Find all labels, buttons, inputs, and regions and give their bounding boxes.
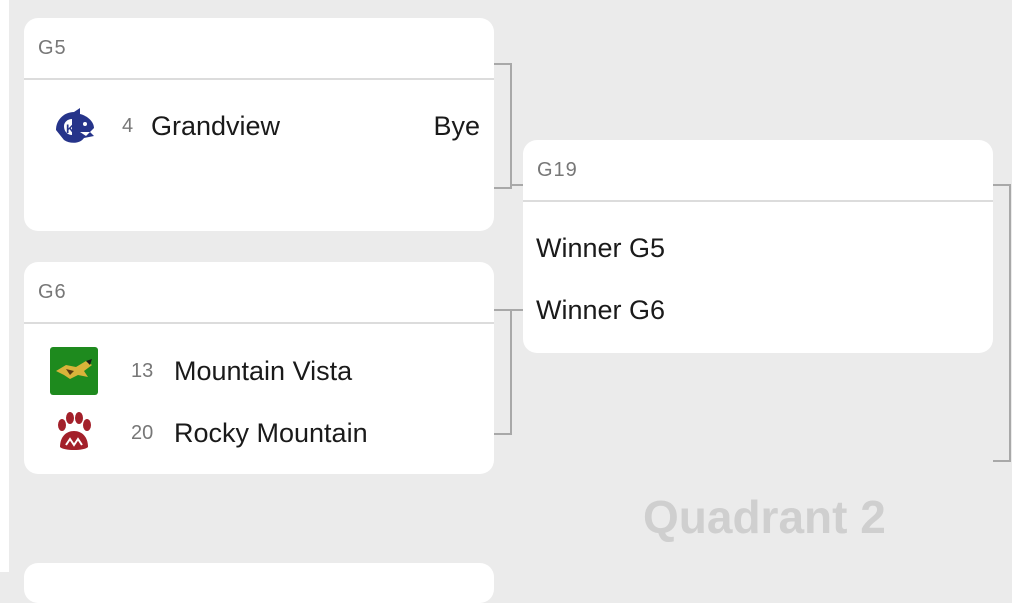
bracket-connector-g19	[993, 184, 1011, 462]
next-game-card-partial[interactable]	[24, 563, 494, 603]
game-id-label: G6	[24, 262, 494, 324]
team-name: Mountain Vista	[174, 355, 353, 386]
team-score: Bye	[433, 110, 480, 141]
bracket-connector-g5	[494, 63, 512, 189]
bracket-connector-g5-stub	[510, 184, 523, 186]
bracket-connector-g6-stub	[510, 309, 523, 311]
team-row[interactable]: 13 Mountain Vista	[24, 347, 494, 395]
bracket-connector-g6	[494, 309, 512, 435]
paw-print-icon	[50, 409, 98, 457]
winner-slot-row[interactable]: Winner G6	[523, 290, 993, 330]
team-name: Rocky Mountain	[174, 417, 368, 448]
game-card-g19[interactable]: G19 Winner G5 Winner G6	[523, 140, 993, 353]
wolf-head-icon: K	[50, 102, 98, 150]
team-seed: 20	[131, 421, 154, 444]
svg-text:K: K	[66, 122, 75, 136]
game-id-label: G5	[24, 18, 494, 80]
winner-slot-row[interactable]: Winner G5	[523, 228, 993, 268]
team-seed: 4	[122, 114, 134, 137]
team-row[interactable]: 20 Rocky Mountain	[24, 412, 494, 453]
game-card-g6[interactable]: G6 13 Mountain Vista 20 Rocky Mo	[24, 262, 494, 474]
team-seed: 13	[131, 359, 154, 382]
quadrant-label: Quadrant 2	[643, 491, 886, 543]
game-card-g5[interactable]: G5 K 4 Grandview Bye	[24, 18, 494, 231]
eagle-on-green-icon	[50, 347, 98, 395]
winner-slot-label: Winner G5	[536, 232, 666, 263]
team-name: Grandview	[151, 110, 281, 141]
game-id-label: G19	[523, 140, 993, 202]
winner-slot-label: Winner G6	[536, 294, 666, 325]
left-edge-strip	[0, 0, 9, 572]
team-row[interactable]: K 4 Grandview Bye	[24, 106, 494, 146]
